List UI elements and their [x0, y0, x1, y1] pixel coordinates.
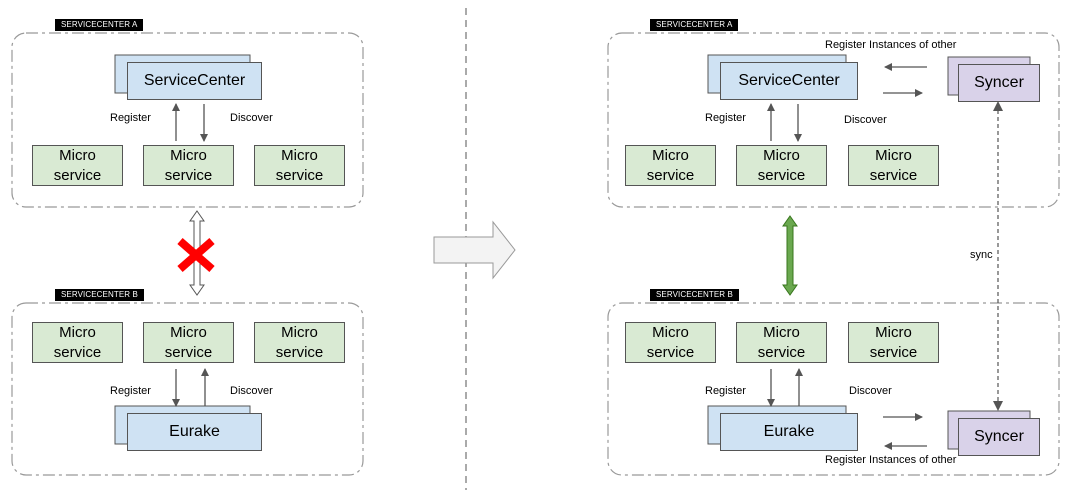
micro-service-right-a-1: Micro service [625, 145, 716, 186]
sync-arrowhead-bottom [993, 401, 1003, 411]
micro-service-label: Micro service [53, 323, 102, 361]
green-double-arrow [782, 215, 798, 296]
cluster-b-right-outline [607, 302, 1060, 476]
syncer-bottom: Syncer [958, 418, 1040, 456]
sync-label: sync [970, 249, 993, 261]
register-label-right-b: Register [705, 385, 746, 397]
discover-label-right-b: Discover [849, 385, 892, 397]
eureka-right: Eurake [720, 413, 858, 451]
sync-arrowhead-top [993, 101, 1003, 111]
discover-label-left-b: Discover [230, 385, 273, 397]
micro-service-right-b-1: Micro service [625, 322, 716, 363]
micro-service-left-a-2: Micro service [143, 145, 234, 186]
register-instances-label-bottom: Register Instances of other [825, 454, 957, 466]
micro-service-label: Micro service [646, 323, 695, 361]
service-center-left-label: ServiceCenter [143, 72, 246, 89]
discover-label-left-a: Discover [230, 112, 273, 124]
micro-service-label: Micro service [164, 146, 213, 184]
cluster-a-left-tag: SERVICECENTER A [55, 19, 144, 31]
micro-service-label: Micro service [869, 146, 918, 184]
cluster-b-left-tag: SERVICECENTER B [55, 289, 144, 301]
cluster-a-left-outline [11, 32, 364, 208]
micro-service-label: Micro service [757, 323, 806, 361]
micro-service-label: Micro service [275, 323, 324, 361]
red-cross-mark [177, 237, 215, 273]
service-center-right: ServiceCenter [720, 62, 858, 100]
discover-label-right-a: Discover [844, 114, 887, 126]
transition-arrow [433, 220, 516, 280]
micro-service-label: Micro service [757, 146, 806, 184]
register-label-left-b: Register [110, 385, 151, 397]
cluster-a-right-outline [607, 32, 1060, 208]
register-label-left-a: Register [110, 112, 151, 124]
service-center-right-label: ServiceCenter [738, 72, 840, 89]
cluster-b-right-tag: SERVICECENTER B [650, 289, 739, 301]
micro-service-right-a-3: Micro service [848, 145, 939, 186]
micro-service-right-b-2: Micro service [736, 322, 827, 363]
register-label-right-a: Register [705, 112, 746, 124]
micro-service-left-a-1: Micro service [32, 145, 123, 186]
micro-service-label: Micro service [53, 146, 102, 184]
micro-service-left-a-3: Micro service [254, 145, 345, 186]
register-instances-label-top: Register Instances of other [825, 39, 957, 51]
syncer-top: Syncer [958, 64, 1040, 102]
micro-service-left-b-2: Micro service [143, 322, 234, 363]
service-center-left: ServiceCenter [127, 62, 262, 100]
syncer-bottom-label: Syncer [974, 428, 1024, 445]
micro-service-left-b-1: Micro service [32, 322, 123, 363]
cluster-b-left-outline [11, 302, 364, 476]
micro-service-label: Micro service [646, 146, 695, 184]
eureka-left-label: Eurake [169, 423, 220, 440]
micro-service-left-b-3: Micro service [254, 322, 345, 363]
micro-service-right-b-3: Micro service [848, 322, 939, 363]
eureka-right-label: Eurake [763, 423, 815, 440]
micro-service-label: Micro service [164, 323, 213, 361]
micro-service-label: Micro service [275, 146, 324, 184]
micro-service-right-a-2: Micro service [736, 145, 827, 186]
micro-service-label: Micro service [869, 323, 918, 361]
eureka-left: Eurake [127, 413, 262, 451]
syncer-top-label: Syncer [974, 74, 1024, 91]
cluster-a-right-tag: SERVICECENTER A [650, 19, 739, 31]
